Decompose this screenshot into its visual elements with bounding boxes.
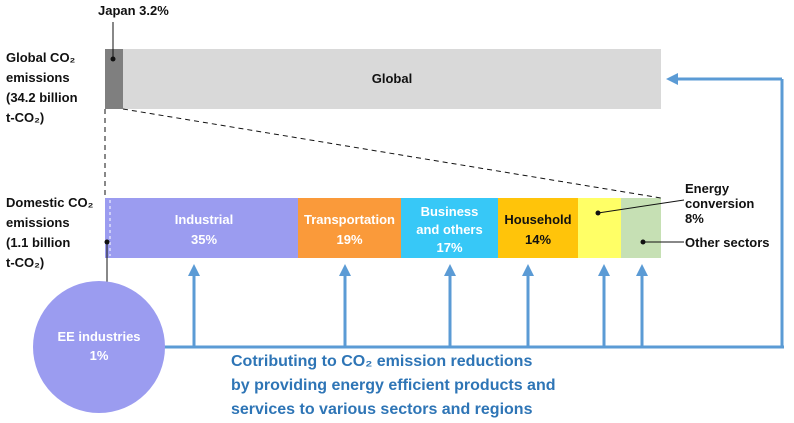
household-pct: 14% (524, 232, 552, 247)
global-emissions-label-2: emissions (6, 70, 70, 85)
japan-bar-segment (105, 49, 123, 109)
domestic-emissions-label-2: emissions (6, 215, 70, 230)
zoom-line-right (122, 108, 662, 199)
ee-industries-circle (33, 281, 165, 413)
other-sectors-label: Other sectors (685, 235, 770, 250)
transport-name: Transportation (303, 212, 395, 227)
energy-conversion-label-2: conversion (685, 196, 755, 211)
segment-business (401, 198, 498, 258)
industrial-name: Industrial (174, 212, 234, 227)
global-emissions-label-3: (34.2 billion (6, 90, 78, 105)
global-bar (123, 49, 661, 109)
energy-callout-dot (595, 210, 601, 216)
energy-conversion-label-1: Energy (685, 181, 730, 196)
energy-callout-line (597, 199, 685, 214)
japan-callout-dot (110, 56, 116, 62)
business-name-1: Business (420, 204, 479, 219)
segment-other-sectors (621, 198, 661, 258)
domestic-emissions-label-3: (1.1 billion (6, 235, 71, 250)
transport-pct: 19% (336, 232, 363, 247)
segment-household (498, 198, 578, 258)
global-bar-label: Global (371, 71, 413, 86)
caption-line-1: Cotributing to CO₂ emission reductions (231, 353, 533, 370)
global-emissions-label-4: t-CO₂) (6, 110, 45, 125)
business-pct: 17% (436, 240, 463, 255)
business-name-2: and others (416, 222, 483, 237)
caption-line-3: services to various sectors and regions (231, 401, 533, 418)
domestic-emissions-label-1: Domestic CO₂ (6, 195, 94, 210)
household-name: Household (504, 212, 572, 227)
industrial-pct: 35% (190, 232, 218, 247)
caption-line-2: by providing energy efficient products a… (231, 377, 556, 394)
global-emissions-label-1: Global CO₂ (6, 50, 76, 65)
segment-ee (105, 198, 110, 258)
ee-industries-pct: 1% (89, 348, 109, 363)
energy-conversion-label-3: 8% (685, 211, 704, 226)
japan-label: Japan 3.2% (98, 3, 169, 18)
ee-callout-dot (104, 239, 110, 245)
segment-energy-conversion (578, 198, 621, 258)
segment-transportation (298, 198, 401, 258)
domestic-emissions-label-4: t-CO₂) (6, 255, 45, 270)
segment-industrial (110, 198, 298, 258)
ee-industries-name: EE industries (57, 329, 141, 344)
other-callout-dot (640, 239, 646, 245)
